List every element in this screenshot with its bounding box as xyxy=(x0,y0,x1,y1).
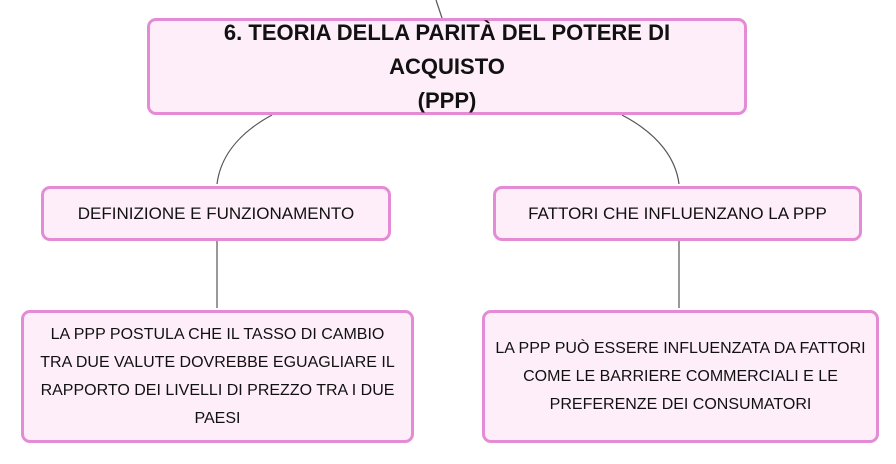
branch-label-definizione: DEFINIZIONE E FUNZIONAMENTO xyxy=(77,203,355,223)
connector-root-to-left-branch xyxy=(216,114,273,185)
connector-parent-to-root xyxy=(435,0,443,19)
detail-text-fattori: LA PPP PUÒ ESSERE INFLUENZATA DA FATTORI… xyxy=(495,339,866,413)
detail-node-fattori[interactable]: LA PPP PUÒ ESSERE INFLUENZATA DA FATTORI… xyxy=(482,310,879,443)
root-title-line1: 6. TEORIA DELLA PARITÀ DEL POTERE DI ACQ… xyxy=(223,19,671,79)
detail-text-definizione: LA PPP POSTULA CHE IL TASSO DI CAMBIO TR… xyxy=(40,325,395,427)
root-title-line2: (PPP) xyxy=(417,87,477,113)
connector-root-to-right-branch xyxy=(621,114,680,185)
root-node[interactable]: 6. TEORIA DELLA PARITÀ DEL POTERE DI ACQ… xyxy=(147,18,747,115)
branch-node-definizione[interactable]: DEFINIZIONE E FUNZIONAMENTO xyxy=(41,186,391,241)
branch-label-fattori: FATTORI CHE INFLUENZANO LA PPP xyxy=(528,203,827,223)
branch-node-fattori[interactable]: FATTORI CHE INFLUENZANO LA PPP xyxy=(493,186,862,241)
detail-node-definizione[interactable]: LA PPP POSTULA CHE IL TASSO DI CAMBIO TR… xyxy=(21,310,414,443)
